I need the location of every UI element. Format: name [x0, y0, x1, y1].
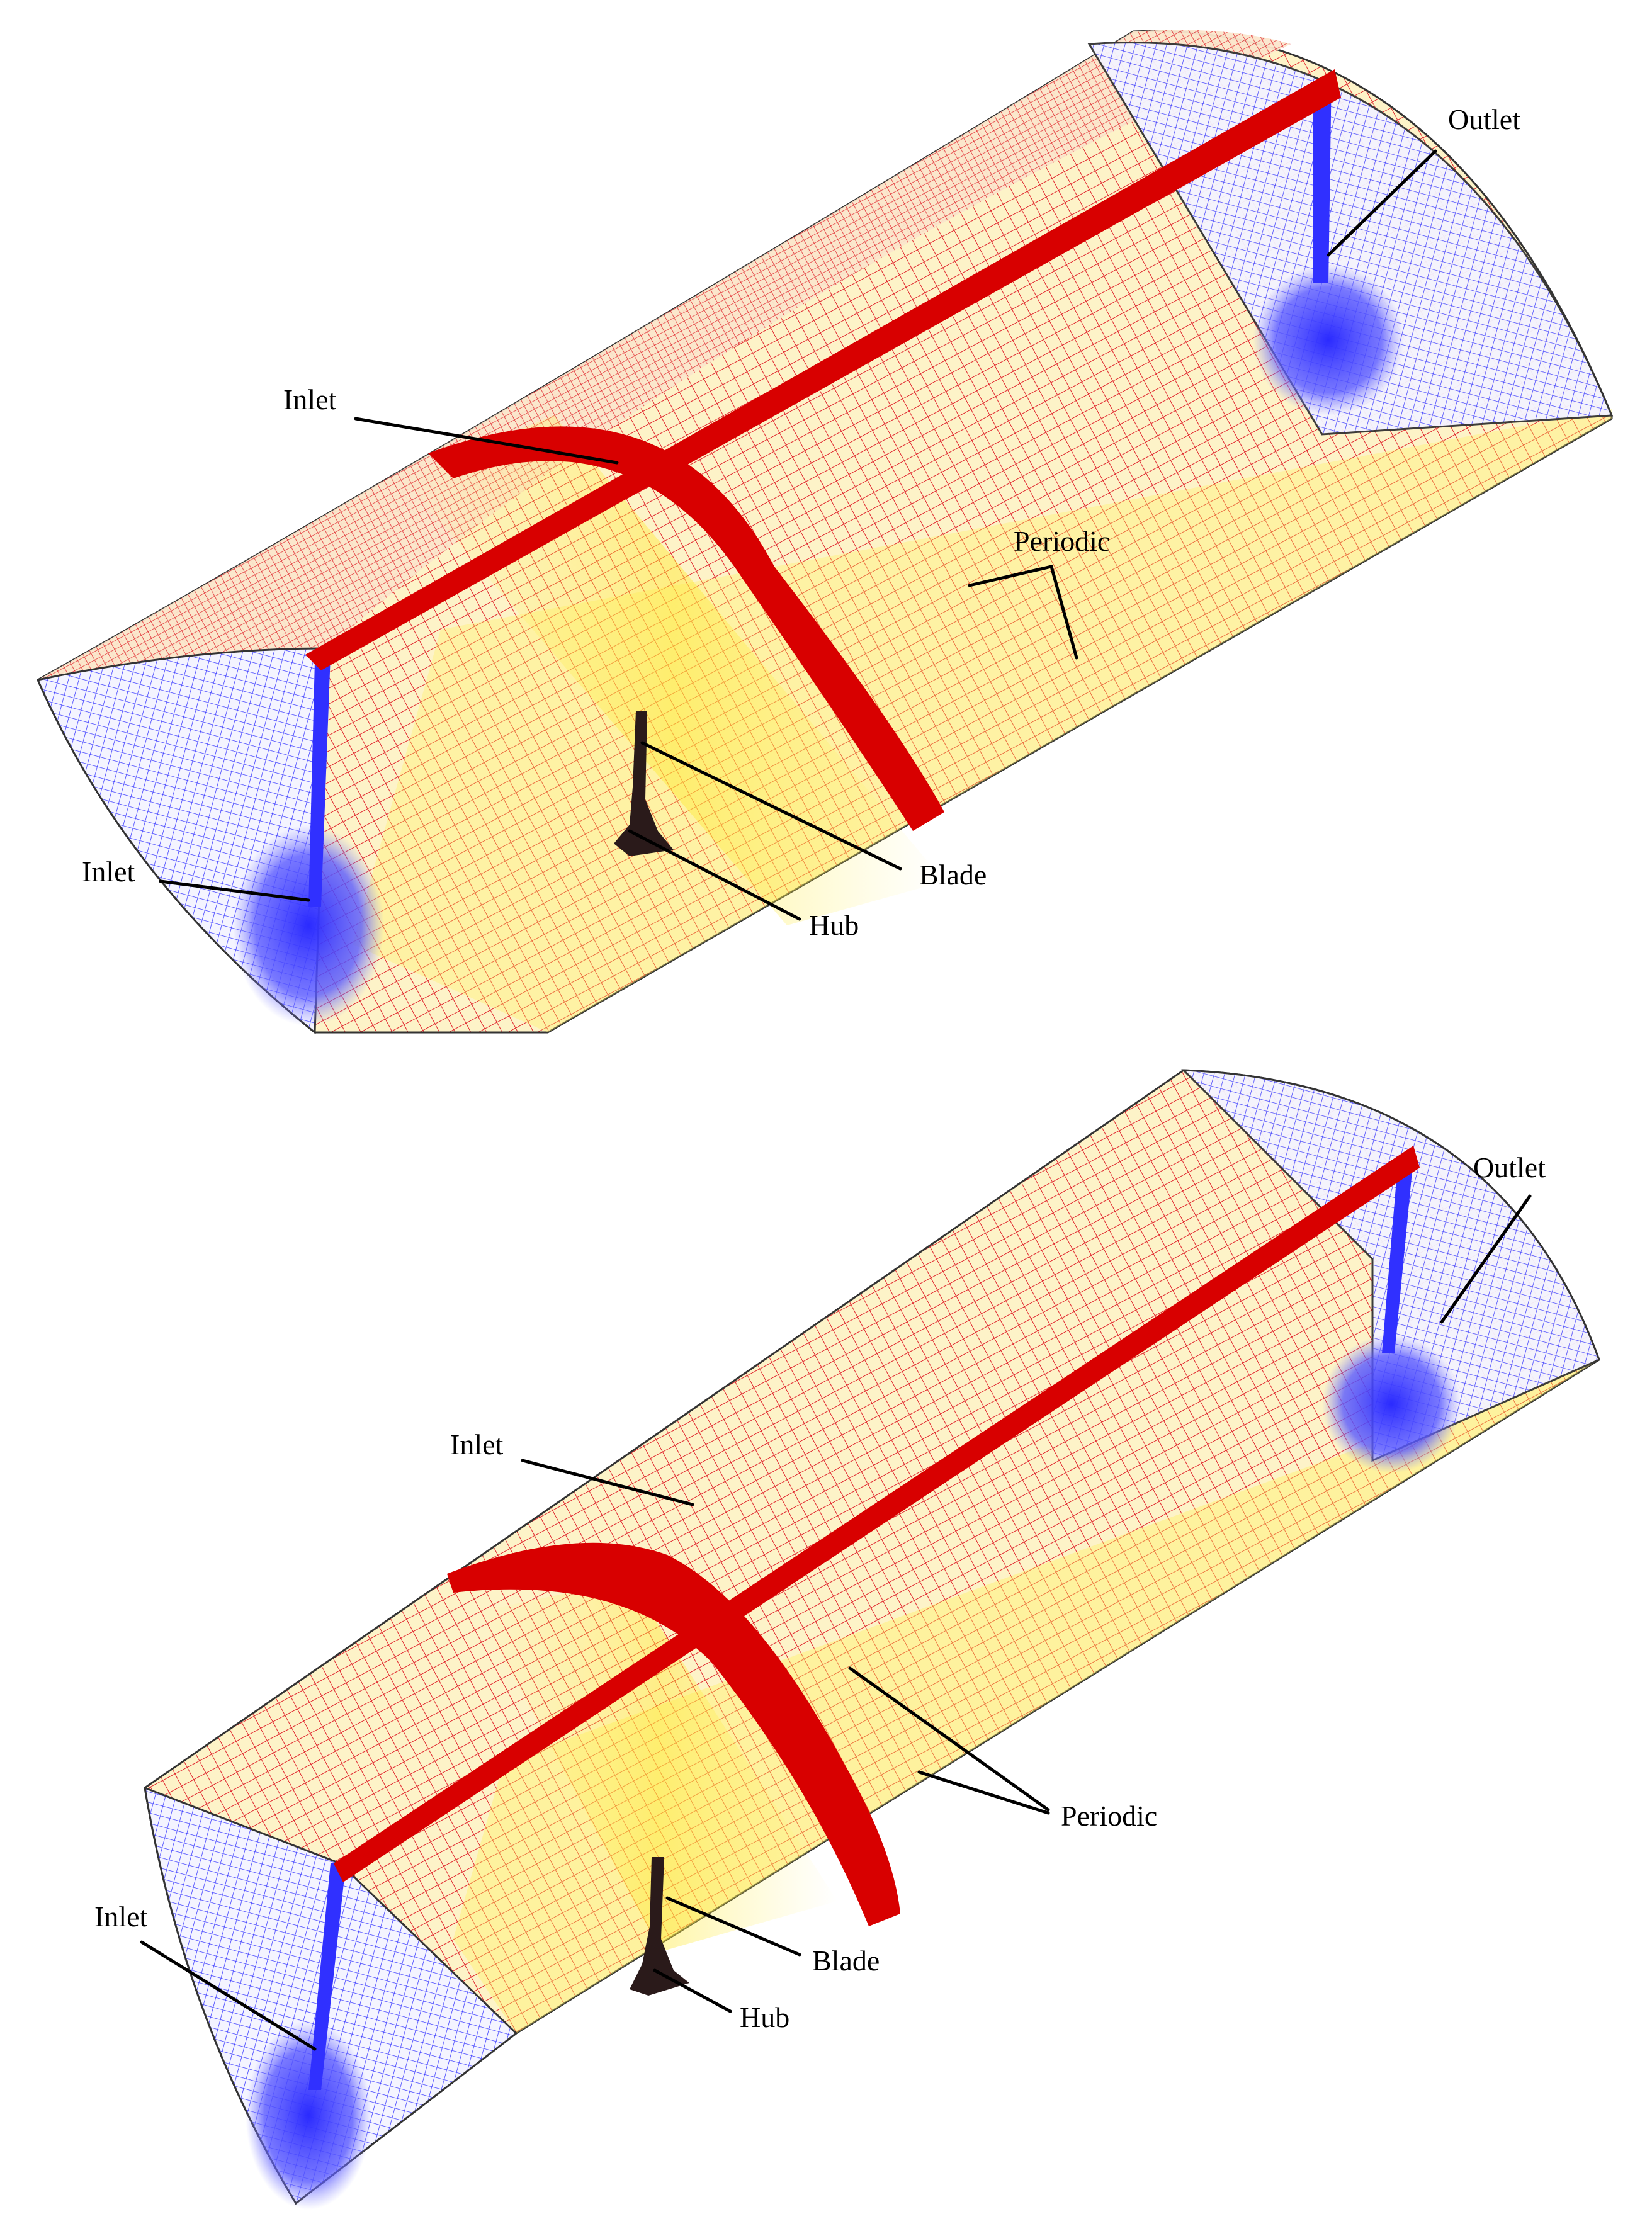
- outlet-blue-strip: [1313, 72, 1332, 283]
- inlet-bottom-leader: [159, 879, 310, 902]
- label-outlet: Outlet: [1448, 103, 1520, 135]
- blade-leader: [665, 1896, 801, 1957]
- blade-shape: [630, 1857, 689, 1996]
- label-inlet-bottom: Inlet: [82, 856, 135, 888]
- outlet-leader: [1327, 149, 1437, 257]
- periodic-leader-2: [917, 1770, 1050, 1815]
- outlet-hub-cluster: [1253, 264, 1404, 415]
- periodic-highlight: [478, 1580, 837, 1951]
- axial-band: [305, 69, 1341, 670]
- label-hub: Hub: [809, 909, 859, 941]
- inlet-blue-strip: [308, 1860, 346, 2090]
- periodic-surface: [353, 409, 1612, 1032]
- label-hub: Hub: [740, 2001, 789, 2033]
- outlet-hub-cluster: [1322, 1335, 1461, 1473]
- label-outlet: Outlet: [1473, 1151, 1546, 1183]
- periodic-leader: [968, 565, 1078, 660]
- label-inlet-bottom: Inlet: [94, 1901, 148, 1933]
- blade-leader: [640, 741, 902, 871]
- periodic-leader-1: [848, 1666, 1050, 1812]
- inlet-bottom-leader: [140, 1940, 317, 2051]
- circumferential-band: [447, 1542, 900, 1926]
- inlet-blue-strip: [308, 655, 331, 907]
- top-figure: Inlet Inlet Outlet Periodic Blade Hub: [36, 30, 1614, 1035]
- label-blade: Blade: [812, 1945, 880, 1977]
- label-blade: Blade: [919, 859, 987, 891]
- label-inlet-top: Inlet: [450, 1428, 504, 1460]
- inlet-hub-cluster: [233, 825, 384, 1026]
- inlet-hub-cluster: [246, 2021, 371, 2210]
- blade-shape: [614, 711, 674, 856]
- label-periodic: Periodic: [1061, 1800, 1157, 1832]
- circumferential-band: [428, 426, 944, 831]
- hub-leader: [653, 1968, 732, 2013]
- outlet-blue-strip: [1382, 1158, 1413, 1353]
- bottom-figure: Inlet Inlet Outlet Periodic Blade Hub: [94, 1069, 1600, 2210]
- inlet-top-leader: [521, 1459, 694, 1506]
- label-inlet-top: Inlet: [283, 383, 337, 415]
- axial-band: [334, 1146, 1420, 1882]
- outlet-leader: [1440, 1194, 1532, 1324]
- label-periodic: Periodic: [1014, 525, 1110, 557]
- inlet-top-leader: [354, 417, 619, 465]
- casing-rim: [38, 30, 1291, 680]
- hub-leader: [628, 829, 801, 921]
